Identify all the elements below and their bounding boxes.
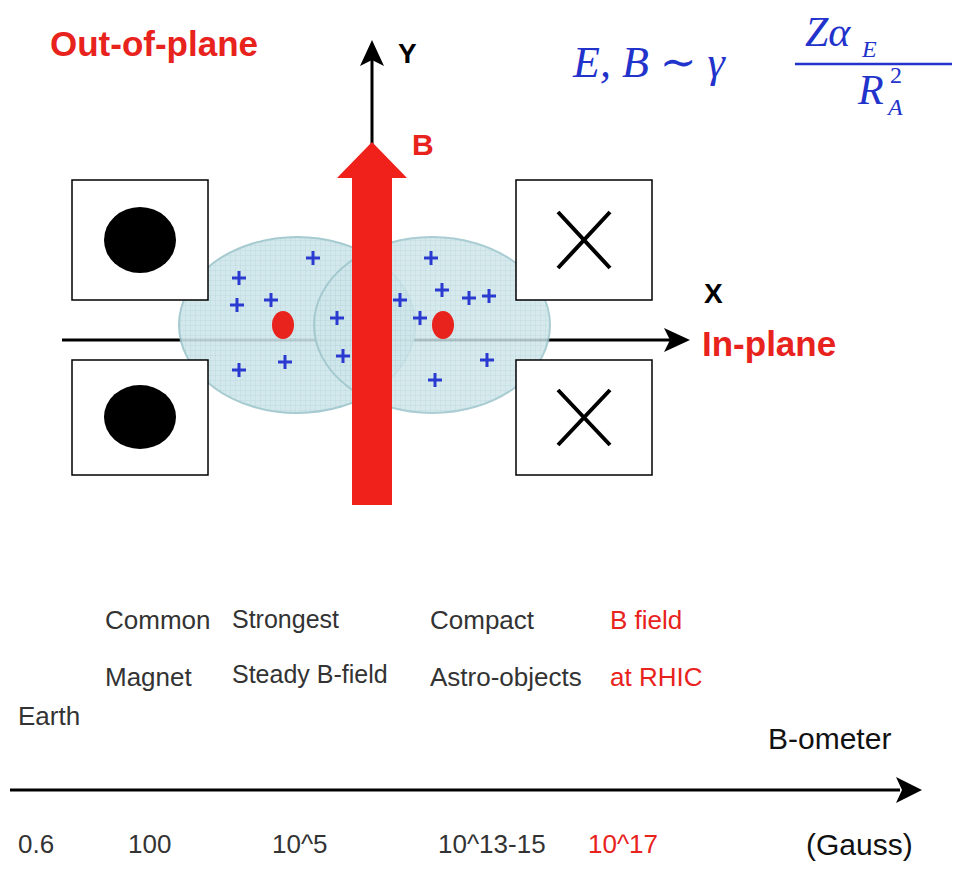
x-axis-head — [664, 328, 690, 352]
axis-letter: Y — [398, 38, 417, 70]
axis-title: Out-of-plane — [50, 24, 258, 64]
scale-value: 10^13-15 — [438, 830, 546, 860]
scale-axis — [10, 789, 900, 792]
scale-label: Strongest Steady B-field — [232, 592, 410, 702]
axis-title: In-plane — [702, 324, 836, 364]
scale-title: B-ometer — [768, 722, 891, 757]
formula-text: E, B ∼ γ — [573, 38, 725, 89]
scale-value: 10^17 — [588, 830, 658, 860]
nucleus-center — [272, 311, 294, 339]
formula-subscript: A — [888, 94, 903, 122]
formula-text: R — [858, 66, 884, 114]
y-axis-head — [360, 40, 384, 66]
scale-value: 10^5 — [272, 830, 328, 860]
b-field-arrow — [337, 142, 407, 505]
formula-subscript: E — [862, 36, 877, 64]
scale-label: Common Magnet — [105, 592, 225, 706]
scale-label: B field at RHIC — [610, 592, 706, 706]
scale-value: 100 — [128, 830, 171, 860]
formula-superscript: 2 — [890, 62, 902, 90]
current-symbol-boxes — [72, 180, 652, 475]
scale-axis-head — [896, 777, 922, 803]
field-label: B — [412, 128, 434, 163]
axis-letter: X — [704, 278, 723, 310]
scale-value: 0.6 — [18, 830, 54, 860]
nucleus — [314, 237, 550, 413]
scale-unit: (Gauss) — [806, 828, 913, 863]
fraction-bar — [795, 63, 952, 66]
scale-label: Earth — [18, 702, 80, 732]
nucleus-center — [432, 311, 454, 339]
formula-text: Zα — [805, 8, 850, 56]
scale-label: Compact Astro-objects — [430, 592, 605, 706]
